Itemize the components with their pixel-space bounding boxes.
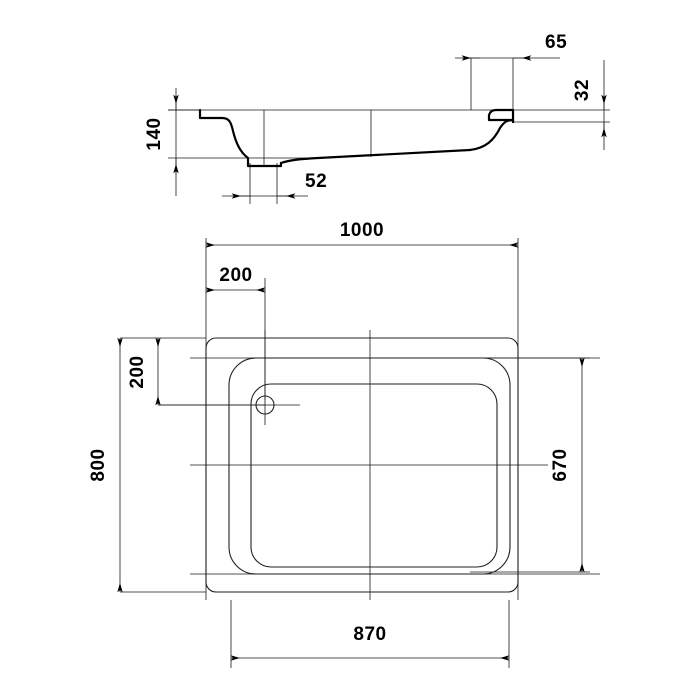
section-drain-boss <box>246 161 283 168</box>
section-view: 140 52 65 32 <box>144 32 610 204</box>
dim-label-670: 670 <box>550 448 571 481</box>
section-right-rim-flange <box>494 108 515 124</box>
plan-tray-outer-edge <box>228 357 511 575</box>
dim-label-870: 870 <box>353 624 386 645</box>
drain-outlet-circle <box>255 395 275 415</box>
dim-label-32: 32 <box>572 79 593 101</box>
dim-label-800: 800 <box>88 448 109 481</box>
plan-tray-inner-basin <box>250 383 498 568</box>
section-base-floor <box>279 148 472 165</box>
section-right-wall <box>468 118 515 152</box>
dim-label-140: 140 <box>144 117 165 150</box>
section-left-wall <box>220 116 250 165</box>
dim-label-65: 65 <box>545 32 567 53</box>
dim-label-52: 52 <box>305 171 327 192</box>
dim-label-1000: 1000 <box>340 220 384 241</box>
section-left-rim-lip <box>198 108 224 120</box>
section-right-rim-inner <box>487 108 515 122</box>
plan-view: 1000 200 800 200 670 870 <box>88 220 600 668</box>
dim-label-200-horizontal: 200 <box>219 265 252 286</box>
dim-label-200-vertical: 200 <box>127 355 148 388</box>
